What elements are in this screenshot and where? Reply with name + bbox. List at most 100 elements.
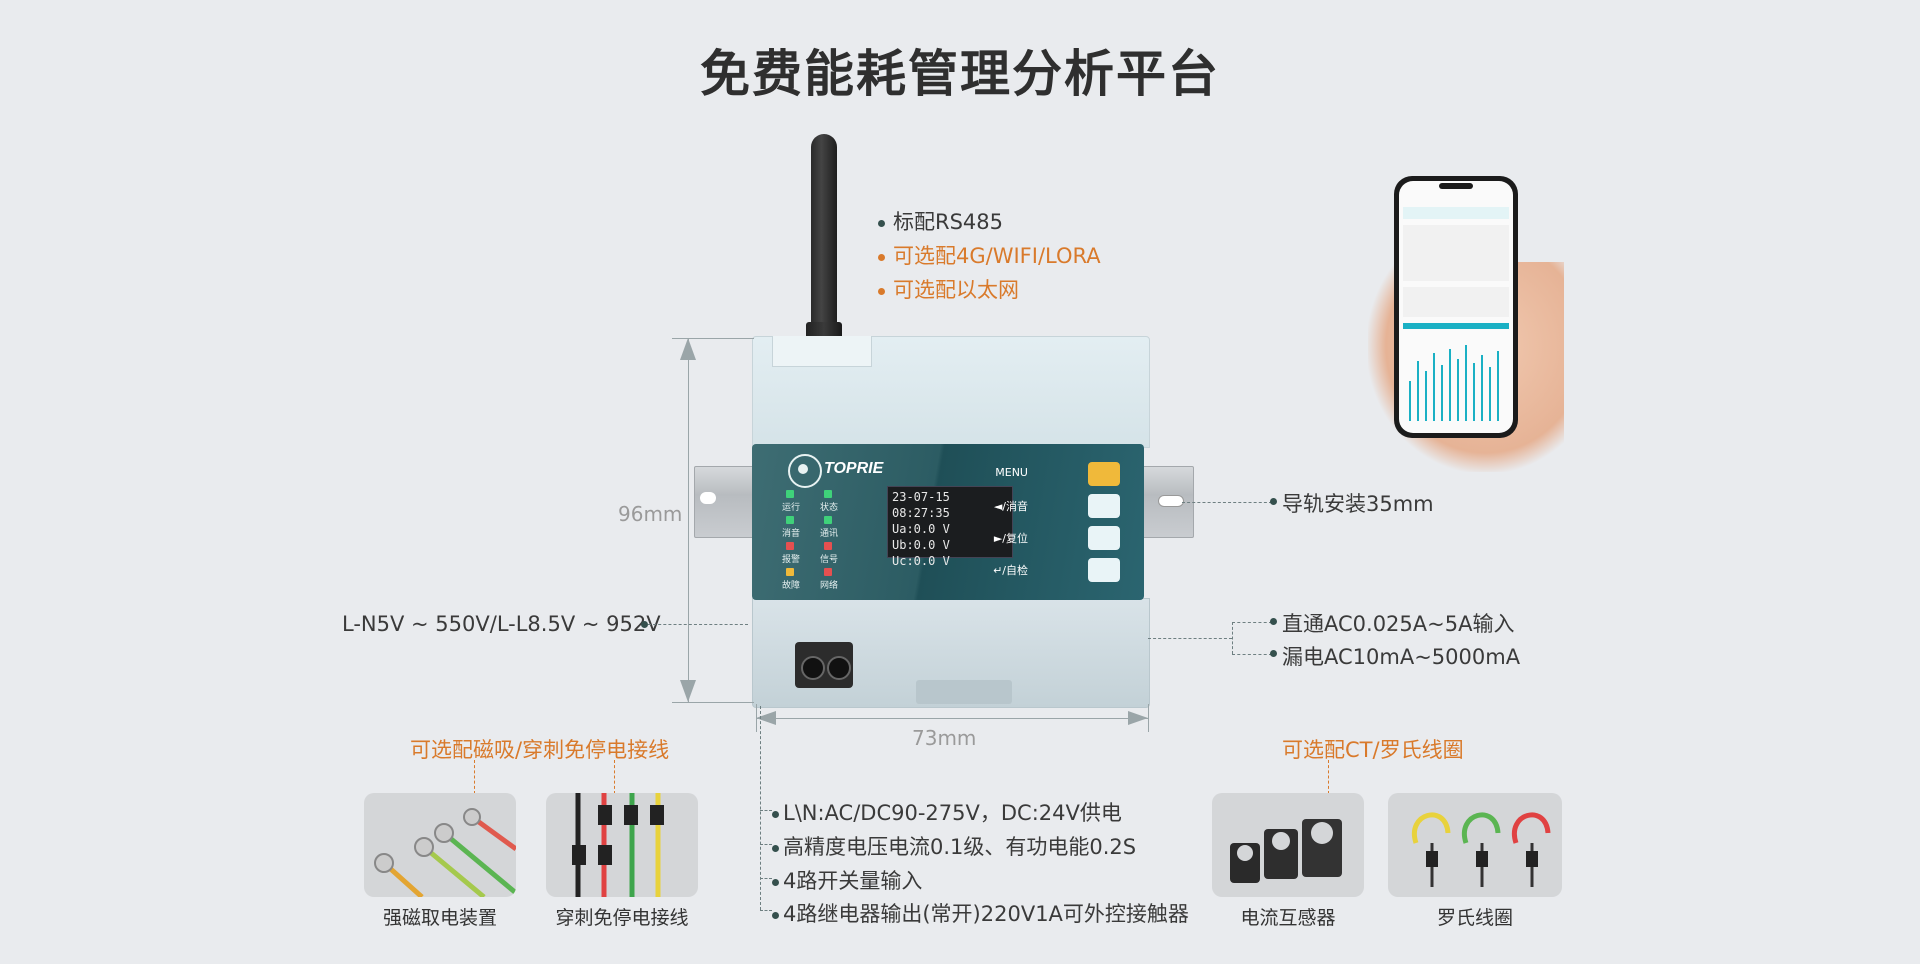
inputs-leader-top	[1232, 622, 1272, 623]
led-alarm	[786, 542, 794, 550]
leak-dot	[1270, 650, 1277, 657]
leakage-input-label: 漏电AC10mA~5000mA	[1282, 645, 1521, 669]
spec-item: 4路开关量输入	[772, 865, 922, 895]
led-fault-label: 故障	[782, 581, 801, 591]
led-comm-label: 通讯	[820, 529, 839, 539]
phone-tab-bar	[1403, 323, 1509, 329]
comm-opt-1: 可选配4G/WIFI/LORA	[878, 240, 1101, 270]
width-ext-right	[1148, 704, 1149, 732]
selftest-button-label: ↵/自检	[993, 564, 1028, 577]
brand-name: TOPRIE	[824, 460, 884, 477]
piercing-connector-thumb	[546, 793, 698, 897]
rail-dot	[1270, 498, 1277, 505]
rogowski-coil-thumb	[1388, 793, 1562, 897]
spec-tick-1	[760, 844, 772, 845]
specs-leader	[760, 706, 761, 910]
width-ext-left	[756, 704, 757, 732]
lcd-line-ub: Ub:0.0 V	[892, 538, 950, 552]
rail-slot-left	[700, 492, 716, 504]
inputs-leader	[1148, 638, 1232, 639]
lcd-line-datetime: 23-07-15 08:27:35	[892, 490, 950, 520]
led-comm	[824, 516, 832, 524]
selftest-button[interactable]	[1088, 558, 1120, 582]
phone-mockup	[1394, 176, 1518, 438]
voltage-dot	[641, 621, 648, 628]
magnetic-power-caption: 强磁取电装置	[382, 907, 497, 929]
spec-relay-outputs: 4路继电器输出(常开)220V1A可外控接触器	[783, 902, 1189, 926]
comm-std-label: 标配RS485	[893, 210, 1004, 234]
wiring-heading: 可选配磁吸/穿刺免停电接线	[410, 738, 670, 762]
width-label: 73mm	[912, 726, 977, 750]
spec-item: L\N:AC/DC90-275V，DC:24V供电	[772, 797, 1122, 827]
led-signal-label: 信号	[820, 555, 839, 565]
current-transformer-caption: 电流互感器	[1240, 907, 1336, 929]
comm-opt-1-label: 可选配4G/WIFI/LORA	[893, 244, 1101, 268]
rail-slot-right	[1158, 495, 1184, 507]
phone-readings	[1403, 225, 1509, 281]
phone-summary	[1403, 287, 1509, 317]
spec-tick-2	[760, 878, 772, 879]
antenna	[811, 134, 837, 334]
wiring-leader-1	[474, 760, 475, 794]
menu-button-label: MENU	[995, 466, 1028, 479]
spec-item: 4路继电器输出(常开)220V1A可外控接触器	[772, 898, 1189, 928]
height-dimension-line	[688, 338, 689, 702]
piercing-connector-caption: 穿刺免停电接线	[555, 907, 689, 929]
height-ext-top	[672, 338, 754, 339]
led-status-label: 状态	[820, 503, 839, 513]
led-mute-label: 消音	[782, 529, 801, 539]
spec-item: 高精度电压电流0.1级、有功电能0.2S	[772, 831, 1136, 861]
device-panel: TOPRIE 运行 状态 消音 通讯 报警 信号 故障 网络 23-07-15 …	[752, 444, 1144, 600]
height-arrow-top	[680, 338, 696, 360]
voltage-range-label: L-N5V ~ 550V/L-L8.5V ~ 952V	[342, 612, 661, 636]
lcd-line-uc: Uc:0.0 V	[892, 554, 950, 568]
height-label: 96mm	[618, 502, 683, 526]
rogowski-coil-icon	[1411, 812, 1551, 887]
width-dimension-line	[756, 718, 1148, 719]
comm-std: 标配RS485	[878, 206, 1003, 236]
device-antenna-notch	[772, 336, 872, 367]
comm-opt-2-label: 可选配以太网	[893, 278, 1019, 302]
direct-dot	[1270, 618, 1277, 625]
menu-button[interactable]	[1088, 462, 1120, 486]
rail-label: 导轨安装35mm	[1282, 492, 1434, 516]
reset-button[interactable]	[1088, 526, 1120, 550]
piercing-connector-icon	[572, 793, 664, 897]
current-transformer-thumb	[1212, 793, 1364, 897]
led-signal	[824, 542, 832, 550]
spec-accuracy: 高精度电压电流0.1级、有功电能0.2S	[783, 835, 1137, 859]
direct-input-label: 直通AC0.025A~5A输入	[1282, 612, 1515, 636]
height-arrow-bottom	[680, 680, 696, 702]
led-mute	[786, 516, 794, 524]
height-ext-bottom	[672, 702, 754, 703]
current-transformer-icon	[1230, 819, 1342, 883]
phone-bar-chart	[1409, 345, 1499, 421]
width-arrow-left	[756, 711, 776, 725]
reset-button-label: ►/复位	[993, 532, 1028, 545]
led-fault	[786, 568, 794, 576]
mute-button-label: ◄/消音	[993, 500, 1028, 513]
spec-tick-0	[760, 810, 772, 811]
led-alarm-label: 报警	[782, 555, 801, 565]
inputs-leader-bottom	[1232, 654, 1272, 655]
brand-logo-icon	[788, 454, 822, 488]
led-status	[824, 490, 832, 498]
phone-notch	[1439, 183, 1473, 189]
terminal-screw-left	[801, 656, 825, 680]
lcd-line-ua: Ua:0.0 V	[892, 522, 950, 536]
ct-leader	[1328, 760, 1329, 794]
wiring-leader-2	[614, 760, 615, 794]
voltage-leader	[648, 624, 748, 625]
led-network-label: 网络	[820, 581, 839, 591]
page-title: 免费能耗管理分析平台	[700, 45, 1220, 103]
mute-button[interactable]	[1088, 494, 1120, 518]
phone-screen	[1399, 181, 1513, 433]
led-run	[786, 490, 794, 498]
rogowski-coil-caption: 罗氏线圈	[1436, 907, 1513, 929]
device-latch	[916, 680, 1012, 704]
ct-heading: 可选配CT/罗氏线圈	[1282, 738, 1464, 762]
magnetic-connector-icon	[374, 808, 516, 897]
spec-tick-3	[760, 910, 772, 911]
brand-logo-dot	[798, 464, 808, 474]
lcd-screen: 23-07-15 08:27:35 Ua:0.0 V Ub:0.0 V Uc:0…	[887, 486, 1013, 568]
